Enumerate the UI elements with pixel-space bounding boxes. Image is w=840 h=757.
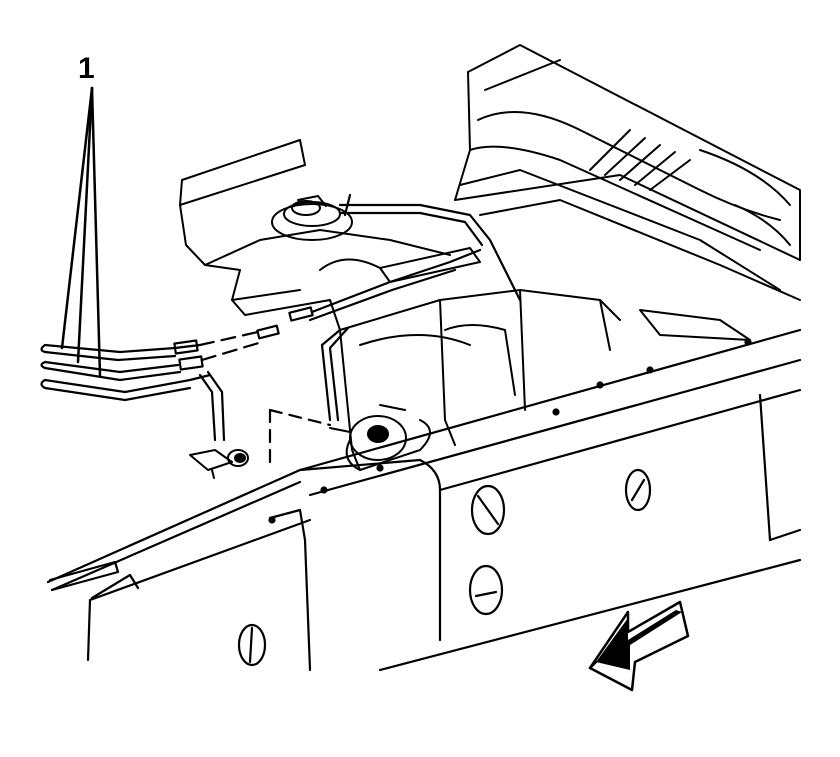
frame-rail-right	[298, 328, 802, 672]
frame-rail-left	[46, 458, 422, 672]
fuel-tank	[179, 139, 621, 471]
callout-label-1: 1	[78, 52, 95, 85]
front-arrow-icon	[588, 600, 690, 692]
rear-body-structure	[454, 44, 801, 341]
evap-canister	[329, 404, 431, 471]
fuel-lines	[40, 193, 522, 472]
fitting-valve	[189, 449, 249, 479]
callout-leaders	[60, 86, 102, 378]
